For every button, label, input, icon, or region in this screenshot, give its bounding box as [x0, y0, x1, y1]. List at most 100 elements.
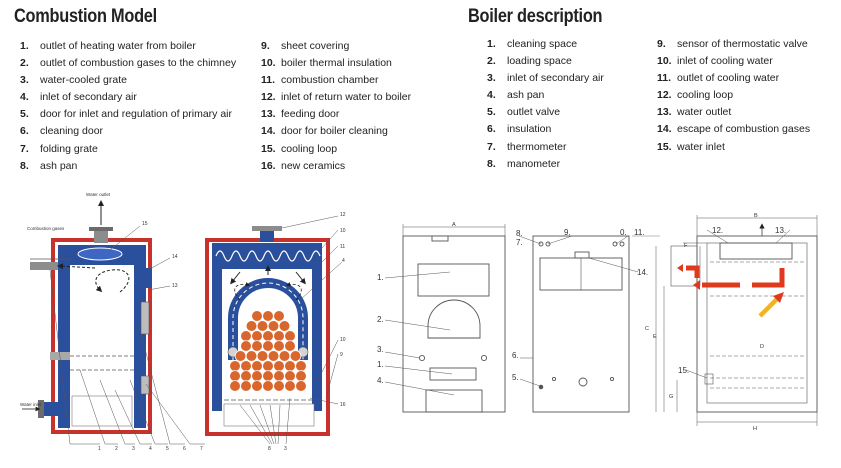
- water-inlet-label: Water inlet: [20, 402, 42, 407]
- item-text: new ceramics: [281, 159, 346, 172]
- label-5-outlet-valve: 5.: [512, 373, 519, 382]
- item-text: insulation: [507, 123, 552, 136]
- item-number: 15.: [261, 142, 276, 155]
- combustion-model-section-diagram: Water outlet Combustion gases Water inle…: [20, 192, 205, 452]
- item-text: ash pan: [507, 89, 545, 102]
- item-text: outlet valve: [507, 106, 561, 119]
- label-13-water-outlet: 13.: [775, 226, 786, 235]
- list-item: 13.water outlet: [657, 104, 810, 121]
- item-text: ash pan: [40, 159, 78, 172]
- callout-3: 3: [284, 446, 287, 452]
- boiler-front-view: [384, 224, 506, 413]
- item-number: 3.: [20, 74, 29, 87]
- ceramic-ball: [295, 380, 307, 392]
- dimension-g: G: [669, 394, 673, 400]
- rear-panel-outline: [532, 235, 630, 413]
- ceramic-ball: [240, 360, 252, 372]
- ceramic-ball: [284, 340, 296, 352]
- combustion-cross-section-diagram: 12 10 11 4 10 9 16 8 3: [205, 212, 346, 452]
- item-text: inlet of secondary air: [507, 72, 604, 85]
- item-text: cleaning space: [507, 38, 578, 50]
- callout-8: 8: [268, 446, 271, 452]
- list-item: 9.sheet covering: [261, 38, 411, 55]
- ceramic-ball: [295, 360, 307, 372]
- item-number: 12.: [261, 91, 276, 104]
- list-item: 13.feeding door: [261, 106, 411, 123]
- ceramic-ball: [240, 340, 252, 352]
- cooling-loop: [77, 247, 123, 261]
- ceramic-ball: [284, 360, 296, 372]
- water-jacket: [58, 245, 146, 428]
- loading-door: [427, 299, 481, 339]
- item-number: 14.: [657, 123, 672, 136]
- item-number: 13.: [261, 108, 276, 121]
- list-item: 1.outlet of heating water from boiler: [20, 38, 236, 55]
- ceramic-ball: [273, 330, 285, 342]
- list-item: 5. outlet valve: [487, 104, 604, 121]
- list-item: 3.inlet of secondary air: [487, 70, 604, 87]
- label-11-cooling-outlet: 11.: [634, 228, 645, 237]
- callout-number: 4: [149, 446, 152, 452]
- item-text: boiler thermal insulation: [281, 57, 392, 70]
- list-item: 12.cooling loop: [657, 87, 810, 104]
- item-text: inlet of secondary air: [40, 91, 137, 104]
- combustion-model-list-col2: 9.sheet covering 10. boiler thermal insula…: [261, 38, 411, 175]
- ceramic-ball: [251, 340, 263, 352]
- item-text: cooling loop: [677, 89, 734, 102]
- item-number: 7.: [20, 142, 29, 155]
- label-10-cooling-inlet: 0.: [620, 228, 627, 237]
- item-text: folding grate: [40, 142, 98, 155]
- list-item: 14. escape of combustion gases: [657, 121, 810, 138]
- ceramic-ball: [234, 350, 247, 362]
- water-outlet-label: Water outlet: [86, 192, 111, 197]
- callout-11: 11: [340, 244, 345, 250]
- boiler-description-title: Boiler description: [468, 6, 603, 27]
- callout-16: 16: [340, 402, 346, 408]
- ceramic-ball: [284, 380, 296, 392]
- callout-number: 7: [200, 446, 203, 452]
- list-item: 6.insulation: [487, 121, 604, 138]
- item-number: 5.: [20, 108, 29, 121]
- label-8-manometer: 8.: [516, 229, 523, 238]
- ceramic-ball: [262, 340, 274, 352]
- callout-12: 12: [340, 212, 346, 218]
- callout-9: 9: [340, 352, 343, 358]
- list-item: 11.outlet of cooling water: [657, 70, 810, 87]
- ceramic-ball: [284, 370, 296, 382]
- boiler-rear-view: [518, 235, 639, 413]
- ceramic-ball: [229, 360, 241, 372]
- list-item: 1.cleaning space: [487, 36, 604, 53]
- list-item: 4.ash pan: [487, 87, 604, 104]
- item-text: door for boiler cleaning: [281, 125, 388, 138]
- list-item: 8.manometer: [487, 156, 604, 173]
- label-9-sensor: 9.: [564, 228, 571, 237]
- item-text: thermometer: [507, 140, 567, 153]
- item-text: combustion chamber: [281, 74, 379, 87]
- ceramic-ball: [273, 360, 285, 372]
- item-number: 10.: [657, 55, 672, 68]
- ceramic-ball: [256, 350, 269, 362]
- dimension-c: C: [645, 326, 649, 332]
- label-1-cleaning: 1.: [377, 273, 384, 282]
- front-panel-outline: [402, 235, 506, 413]
- item-text: escape of combustion gases: [677, 123, 811, 136]
- item-number: 5.: [487, 106, 496, 119]
- ceramic-ball: [245, 320, 258, 332]
- ceramic-ball: [273, 310, 285, 322]
- label-12-cooling-loop: 12.: [712, 226, 723, 235]
- item-text: sensor of thermostatic valve: [677, 38, 808, 50]
- label-1-lower: 1.: [377, 360, 384, 369]
- ceramic-ball: [273, 370, 285, 382]
- chimney-outlet: [30, 262, 58, 270]
- item-number: 8.: [20, 159, 29, 172]
- item-text: water outlet: [677, 106, 732, 119]
- item-number: 6.: [20, 125, 29, 138]
- ceramic-ball: [251, 330, 263, 342]
- boiler-side-section: [632, 215, 818, 426]
- item-text: cleaning door: [40, 125, 104, 138]
- list-item: 8. ash pan: [20, 158, 236, 175]
- item-number: 10.: [261, 57, 276, 70]
- callout-number: 3: [132, 446, 135, 452]
- side-outline: [696, 235, 818, 413]
